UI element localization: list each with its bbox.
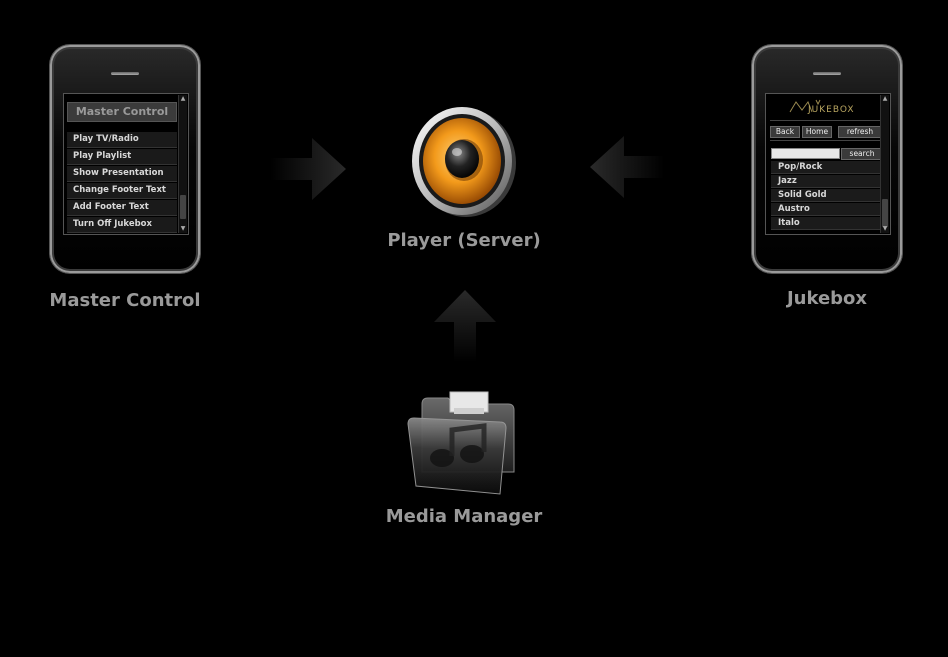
svg-text:JUKEBOX: JUKEBOX: [807, 105, 855, 115]
scroll-up-icon[interactable]: ▲: [882, 95, 888, 102]
genre-item-jazz[interactable]: Jazz: [771, 175, 881, 188]
menu-item-show-presentation[interactable]: Show Presentation: [67, 166, 177, 182]
menu-item-turn-off-jukebox[interactable]: Turn Off Jukebox: [67, 217, 177, 233]
jukebox-screen: JUKEBOX Back Home refresh search Pop/Roc…: [765, 93, 891, 235]
back-button[interactable]: Back: [770, 126, 800, 138]
arrow-up-icon: [434, 290, 496, 362]
scroll-thumb[interactable]: [180, 195, 186, 219]
search-button[interactable]: search: [841, 148, 883, 160]
arrow-left-icon: [590, 136, 664, 198]
divider: [770, 120, 882, 121]
search-input[interactable]: [771, 148, 840, 159]
genre-item-italo[interactable]: Italo: [771, 217, 881, 230]
phone-speaker: [813, 72, 841, 75]
menu-item-add-footer-text[interactable]: Add Footer Text: [67, 200, 177, 216]
genre-list: Pop/Rock Jazz Solid Gold Austro Italo: [771, 161, 881, 231]
genre-item-austro[interactable]: Austro: [771, 203, 881, 216]
divider: [770, 140, 882, 141]
master-control-caption: Master Control: [49, 290, 201, 311]
master-control-phone: Master Control Play TV/Radio Play Playli…: [50, 45, 200, 273]
jukebox-logo: JUKEBOX: [789, 99, 855, 115]
master-control-screen-title: Master Control: [67, 102, 177, 122]
phone-speaker: [111, 72, 139, 75]
menu-item-play-tv-radio[interactable]: Play TV/Radio: [67, 132, 177, 148]
master-control-menu: Play TV/Radio Play Playlist Show Present…: [67, 132, 177, 234]
scroll-down-icon[interactable]: ▼: [180, 225, 186, 232]
refresh-button[interactable]: refresh: [838, 126, 882, 138]
arrow-right-icon: [270, 138, 346, 200]
speaker-icon: [412, 107, 516, 217]
genre-item-pop-rock[interactable]: Pop/Rock: [771, 161, 881, 174]
media-manager-caption: Media Manager: [385, 506, 543, 527]
player-caption: Player (Server): [387, 230, 541, 251]
scroll-thumb[interactable]: [882, 199, 888, 227]
scroll-up-icon[interactable]: ▲: [180, 95, 186, 102]
jukebox-scrollbar[interactable]: ▲ ▼: [880, 95, 889, 233]
menu-item-change-footer-text[interactable]: Change Footer Text: [67, 183, 177, 199]
home-button[interactable]: Home: [802, 126, 832, 138]
genre-item-solid-gold[interactable]: Solid Gold: [771, 189, 881, 202]
jukebox-phone: JUKEBOX Back Home refresh search Pop/Roc…: [752, 45, 902, 273]
master-control-screen: Master Control Play TV/Radio Play Playli…: [63, 93, 189, 235]
master-control-scrollbar[interactable]: ▲ ▼: [178, 95, 187, 233]
menu-item-play-playlist[interactable]: Play Playlist: [67, 149, 177, 165]
scroll-down-icon[interactable]: ▼: [882, 225, 888, 232]
jukebox-caption: Jukebox: [786, 288, 868, 309]
music-folder-icon: [407, 391, 515, 495]
